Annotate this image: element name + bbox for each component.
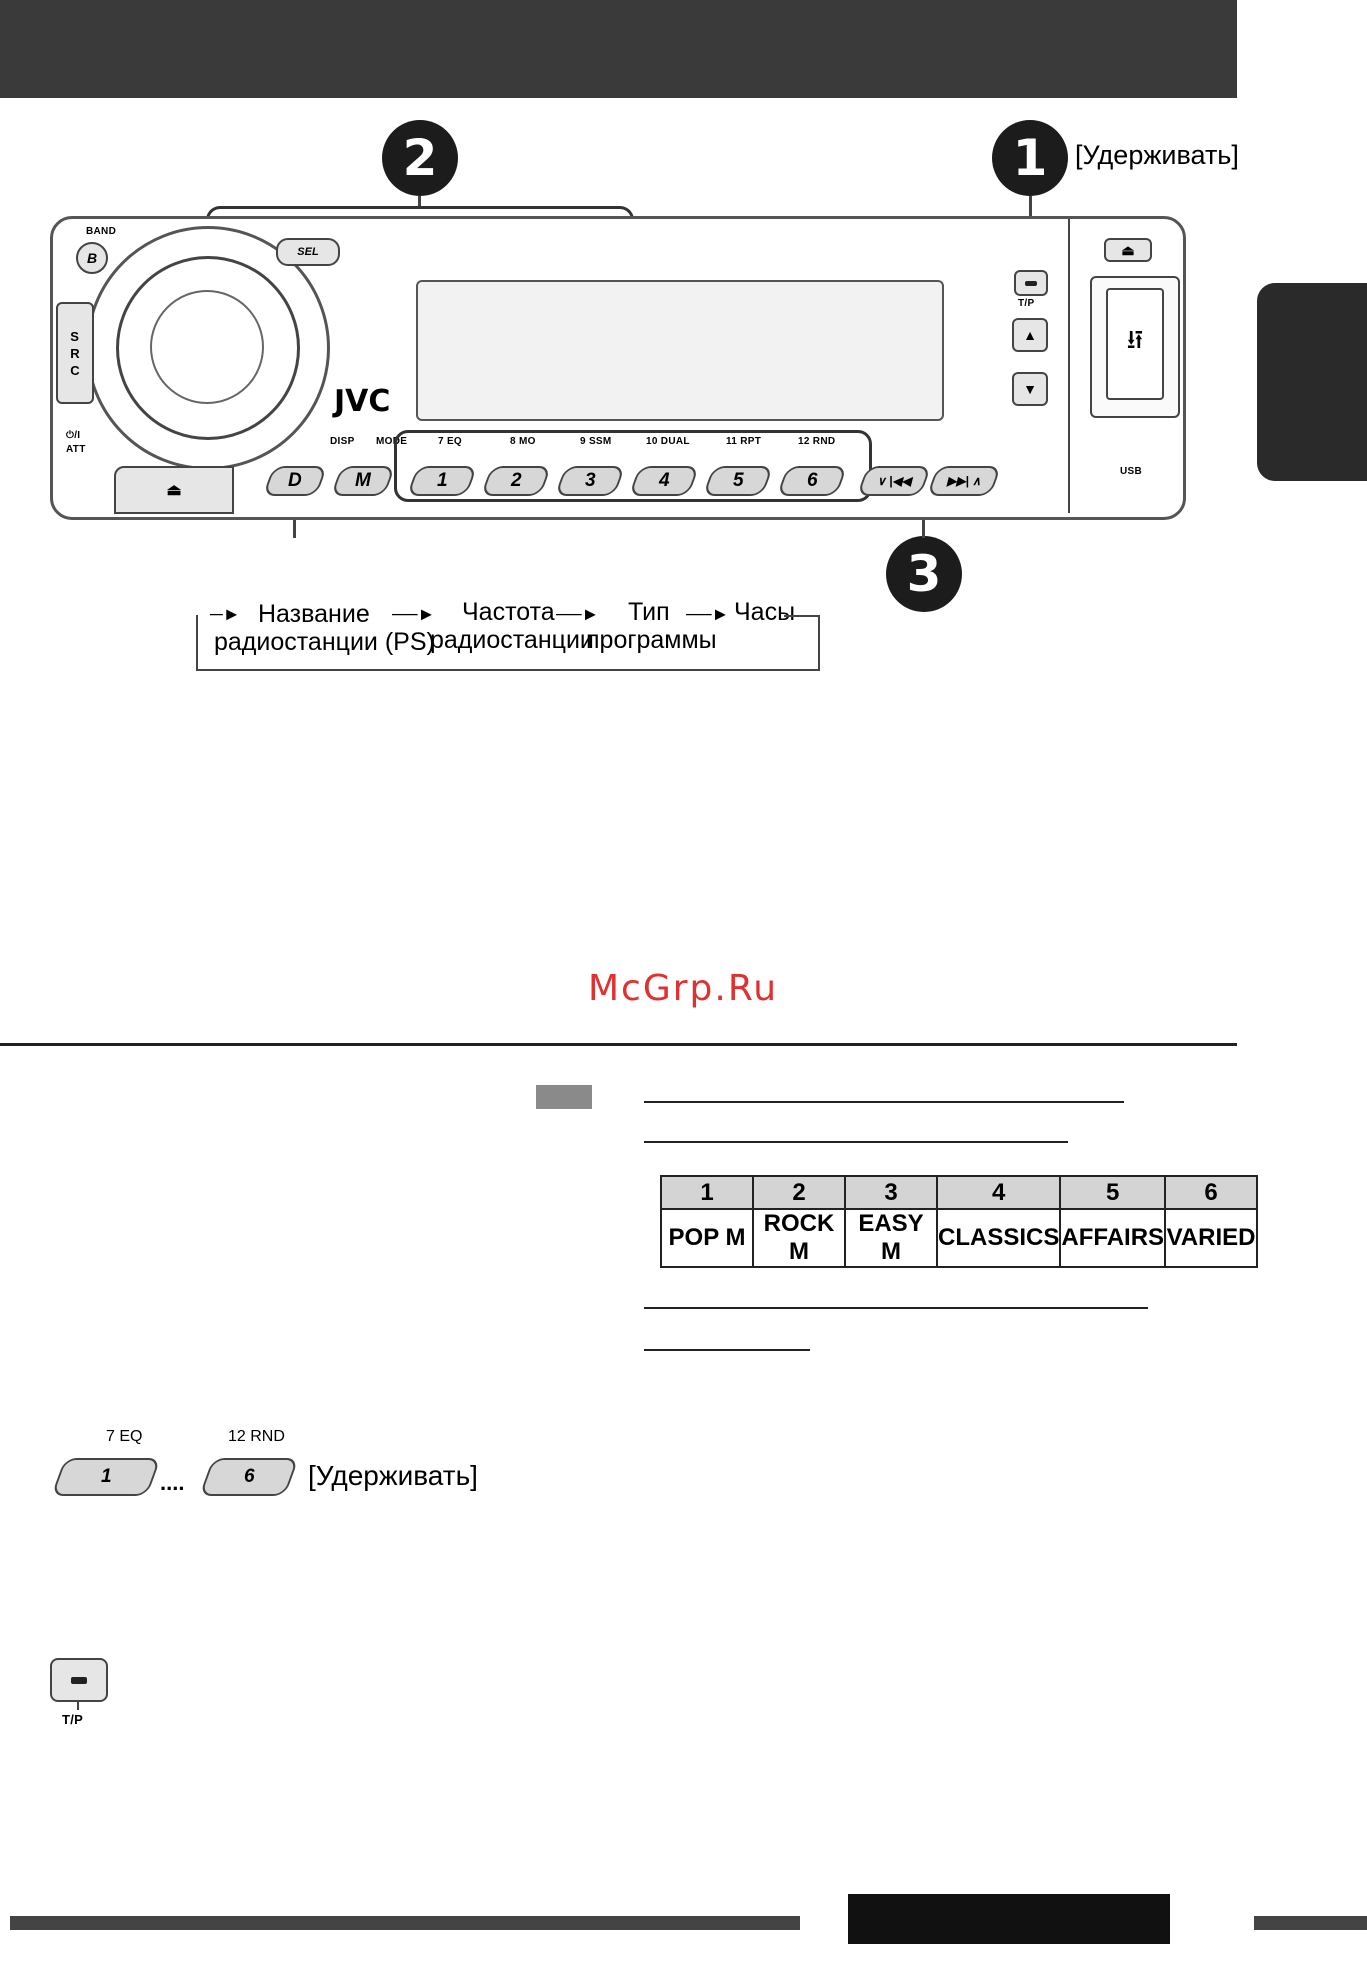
genre-number: 5 [1059, 1175, 1167, 1210]
genre-number: 1 [660, 1175, 754, 1210]
tp-label: T/P [1018, 298, 1035, 309]
step-1-badge: 1 [992, 120, 1068, 196]
watermark: McGrp.Ru [588, 968, 779, 1009]
preset-6-sub: 12 RND [798, 436, 836, 447]
tp-example-label: T/P [62, 1712, 84, 1727]
power-label: ⏻/I [66, 430, 81, 441]
connector [418, 196, 421, 208]
preset-1-sub: 7 EQ [438, 436, 462, 447]
divider [1068, 219, 1070, 513]
preset-3-sub: 9 SSM [580, 436, 612, 447]
band-button[interactable]: B [76, 242, 108, 274]
usb-icon[interactable]: ⭿ [1106, 288, 1164, 400]
disp-label: DISP [330, 436, 355, 447]
arrow-icon: ─► [210, 604, 241, 624]
ellipsis: .... [160, 1470, 185, 1495]
grey-marker [536, 1085, 592, 1109]
arrow-icon: ──► [556, 604, 600, 624]
preset-6-example-button[interactable]: 6 [199, 1458, 299, 1496]
section-divider [0, 1043, 1237, 1046]
section-tab [1257, 283, 1367, 481]
hold-note: [Удерживать] [308, 1460, 478, 1491]
connector [77, 1700, 79, 1710]
underline [644, 1141, 1068, 1143]
up-button[interactable]: ▲ [1012, 318, 1048, 352]
genre-name: EASY M [844, 1208, 938, 1268]
genre-number: 2 [752, 1175, 846, 1210]
preset-example-left-sub: 7 EQ [106, 1428, 143, 1445]
genre-number: 6 [1164, 1175, 1259, 1210]
genre-number: 3 [844, 1175, 938, 1210]
underline [644, 1101, 1124, 1103]
eject-button[interactable]: ⏏ [1104, 238, 1152, 262]
usb-label: USB [1120, 466, 1143, 477]
footer-bar [1254, 1916, 1367, 1930]
step-2-badge: 2 [382, 120, 458, 196]
att-label: ATT [66, 444, 86, 455]
flow-item-3-line2: программы [586, 626, 717, 654]
jvc-logo: JVC [334, 384, 391, 419]
tp-button[interactable] [1014, 270, 1048, 296]
underline [644, 1307, 1148, 1309]
genre-name: CLASSICS [935, 1208, 1062, 1268]
display-cycle-frame [196, 615, 820, 671]
lcd-display [416, 280, 944, 421]
volume-knob-center [150, 290, 264, 404]
flow-item-1-line2: радиостанции (PS) [214, 628, 435, 656]
flow-item-4-line1: Часы [734, 598, 796, 626]
band-label: BAND [86, 226, 117, 237]
genre-name: AFFAIRS [1059, 1208, 1167, 1268]
preset-group-outline [394, 430, 872, 502]
flow-item-3-line1: Тип [628, 598, 670, 626]
footer-bar [10, 1916, 800, 1930]
header-bar [0, 0, 1237, 98]
src-button[interactable]: S R C [56, 302, 94, 404]
footer-page-box [848, 1894, 1170, 1944]
flow-item-1-line1: Название [258, 600, 370, 628]
flow-item-2-line2: радиостанции [430, 626, 594, 654]
arrow-icon: ──► [686, 604, 730, 624]
down-button[interactable]: ▼ [1012, 372, 1048, 406]
step-3-badge: 3 [886, 536, 962, 612]
genre-number: 4 [935, 1175, 1062, 1210]
detach-button[interactable]: ⏏ [114, 466, 234, 514]
tp-example-button[interactable] [50, 1658, 108, 1702]
flow-item-2-line1: Частота [462, 598, 555, 626]
genre-name: POP M [660, 1208, 754, 1268]
genre-name: ROCK M [752, 1208, 846, 1268]
preset-1-example-button[interactable]: 1 [51, 1458, 161, 1496]
sel-button[interactable]: SEL [276, 238, 340, 266]
hold-note: [Удерживать] [1075, 140, 1239, 170]
flow-return-line [784, 615, 818, 617]
preset-example-right-sub: 12 RND [228, 1428, 285, 1445]
genre-table: 1 2 3 4 5 6 POP M ROCK M EASY M CLASSICS… [660, 1175, 1259, 1268]
genre-name: VARIED [1164, 1208, 1259, 1268]
preset-4-sub: 10 DUAL [646, 436, 690, 447]
underline [644, 1349, 810, 1351]
mode-label: MODE [376, 436, 408, 447]
preset-5-sub: 11 RPT [726, 436, 762, 447]
preset-2-sub: 8 MO [510, 436, 536, 447]
arrow-icon: ──► [392, 604, 436, 624]
